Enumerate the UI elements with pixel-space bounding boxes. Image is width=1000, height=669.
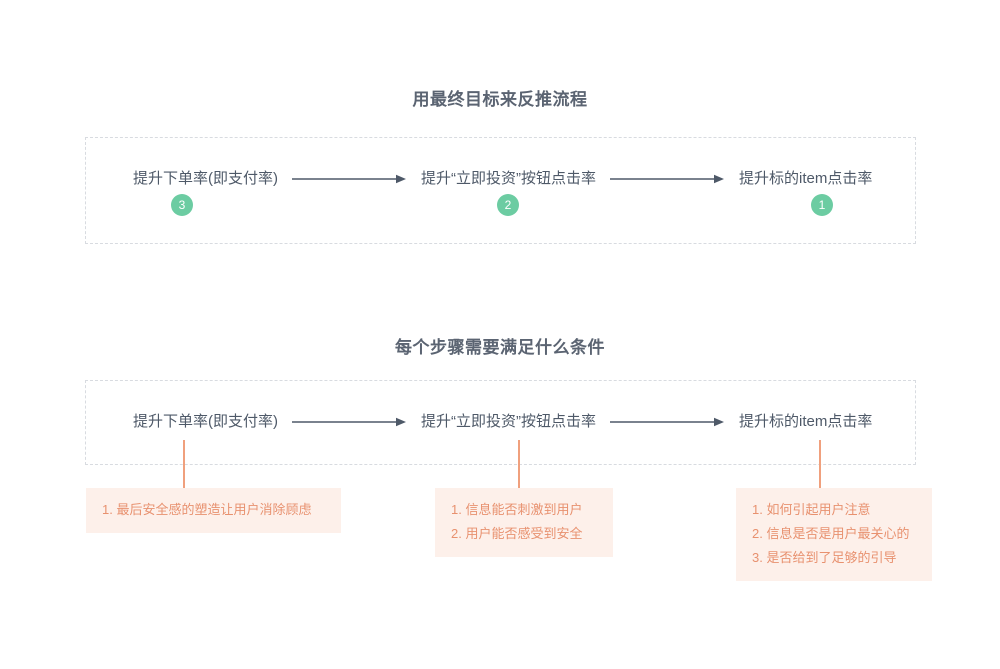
step-badge-3: 3 — [171, 194, 193, 216]
connector-line-1 — [183, 440, 185, 489]
flow-container-bottom — [85, 380, 916, 465]
condition-box-3: 1. 如何引起用户注意 2. 信息是否是用户最关心的 3. 是否给到了足够的引导 — [736, 488, 932, 581]
connector-line-2 — [518, 440, 520, 489]
flow-step-label-1: 提升下单率(即支付率) — [133, 170, 278, 187]
step-badge-1: 1 — [811, 194, 833, 216]
arrow-right-icon — [292, 417, 407, 427]
flow-step-label-3-bottom: 提升标的item点击率 — [739, 413, 873, 430]
flow-container-top — [85, 137, 916, 244]
condition-item: 1. 最后安全感的塑造让用户消除顾虑 — [102, 502, 312, 517]
condition-box-2: 1. 信息能否刺激到用户 2. 用户能否感受到安全 — [435, 488, 613, 557]
arrow-right-icon — [292, 174, 407, 184]
connector-line-3 — [819, 440, 821, 489]
condition-item: 1. 如何引起用户注意 — [752, 502, 871, 517]
flow-step-label-3: 提升标的item点击率 — [739, 170, 873, 187]
condition-item: 3. 是否给到了足够的引导 — [752, 550, 897, 565]
condition-item: 2. 信息是否是用户最关心的 — [752, 526, 910, 541]
section-title-goal-reverse-flow: 用最终目标来反推流程 — [412, 90, 588, 109]
arrow-right-icon — [610, 417, 725, 427]
condition-item: 1. 信息能否刺激到用户 — [451, 502, 583, 517]
flow-step-label-2: 提升“立即投资”按钮点击率 — [421, 170, 596, 187]
flow-step-label-1-bottom: 提升下单率(即支付率) — [133, 413, 278, 430]
flow-step-label-2-bottom: 提升“立即投资”按钮点击率 — [421, 413, 596, 430]
condition-item: 2. 用户能否感受到安全 — [451, 526, 583, 541]
arrow-right-icon — [610, 174, 725, 184]
condition-box-1: 1. 最后安全感的塑造让用户消除顾虑 — [86, 488, 341, 533]
section-title-step-conditions: 每个步骤需要满足什么条件 — [395, 338, 605, 357]
flow-row-top: 提升下单率(即支付率) 提升“立即投资”按钮点击率 提升标的item点击率 — [133, 168, 872, 190]
flow-row-bottom: 提升下单率(即支付率) 提升“立即投资”按钮点击率 提升标的item点击率 — [133, 411, 872, 433]
step-badge-2: 2 — [497, 194, 519, 216]
